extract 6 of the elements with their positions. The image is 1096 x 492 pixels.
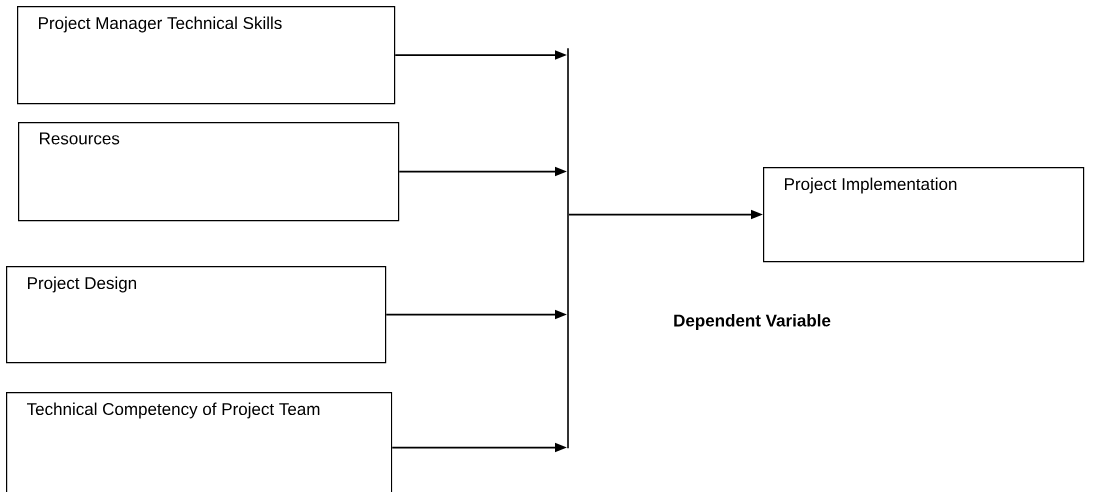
text-box: Project Design [6, 266, 387, 364]
text-box: Project Manager Technical Skills [17, 6, 396, 105]
text-box: Resources [18, 122, 400, 222]
text-box: Technical Competency of Project Team [6, 392, 393, 492]
caption-text: Dependent Variable [674, 314, 831, 330]
text-box: Project Implementation [763, 167, 1085, 263]
